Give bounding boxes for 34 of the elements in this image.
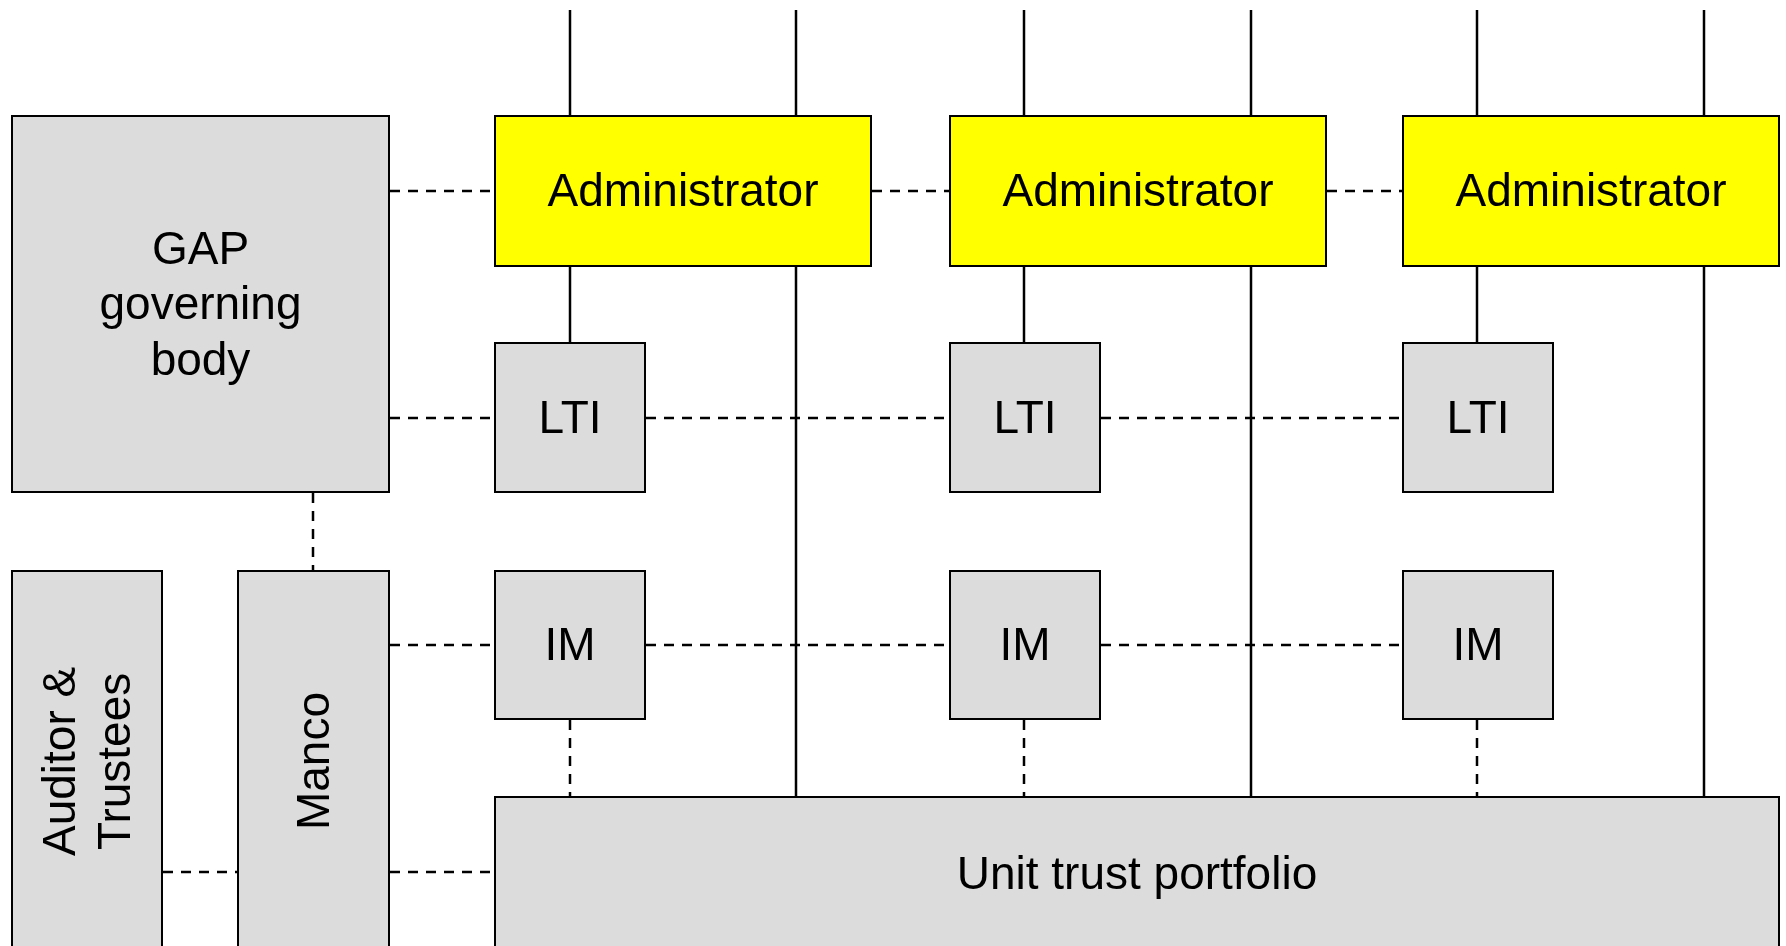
dashed-connector	[163, 870, 237, 874]
connector-line	[1702, 10, 1706, 115]
process-box: Administrator	[1402, 115, 1780, 267]
process-box: LTI	[949, 342, 1101, 493]
process-box: Manco	[237, 570, 390, 946]
process-box: IM	[1402, 570, 1554, 720]
connector-line	[1475, 267, 1479, 342]
process-box: IM	[494, 570, 646, 720]
process-box: Unit trust portfolio	[494, 796, 1780, 946]
process-box: Administrator	[949, 115, 1327, 267]
dashed-connector	[311, 493, 315, 570]
connector-line	[1475, 10, 1479, 115]
dashed-connector	[1101, 416, 1402, 420]
process-box: IM	[949, 570, 1101, 720]
process-box: LTI	[494, 342, 646, 493]
process-box: LTI	[1402, 342, 1554, 493]
connector-line	[1022, 10, 1026, 115]
process-box: Administrator	[494, 115, 872, 267]
process-box: GAP governing body	[11, 115, 390, 493]
connector-line	[794, 10, 798, 115]
dashed-connector	[568, 720, 572, 796]
connector-line	[568, 10, 572, 115]
connector-line	[794, 267, 798, 796]
dashed-connector	[872, 189, 949, 193]
dashed-connector	[1327, 189, 1402, 193]
connector-line	[1249, 10, 1253, 115]
connector-line	[1702, 267, 1706, 796]
connector-line	[568, 267, 572, 342]
dashed-connector	[1475, 720, 1479, 796]
dashed-connector	[1101, 643, 1402, 647]
dashed-connector	[1022, 720, 1026, 796]
connector-line	[1249, 267, 1253, 796]
process-box: Auditor & Trustees	[11, 570, 163, 946]
connector-line	[1022, 267, 1026, 342]
